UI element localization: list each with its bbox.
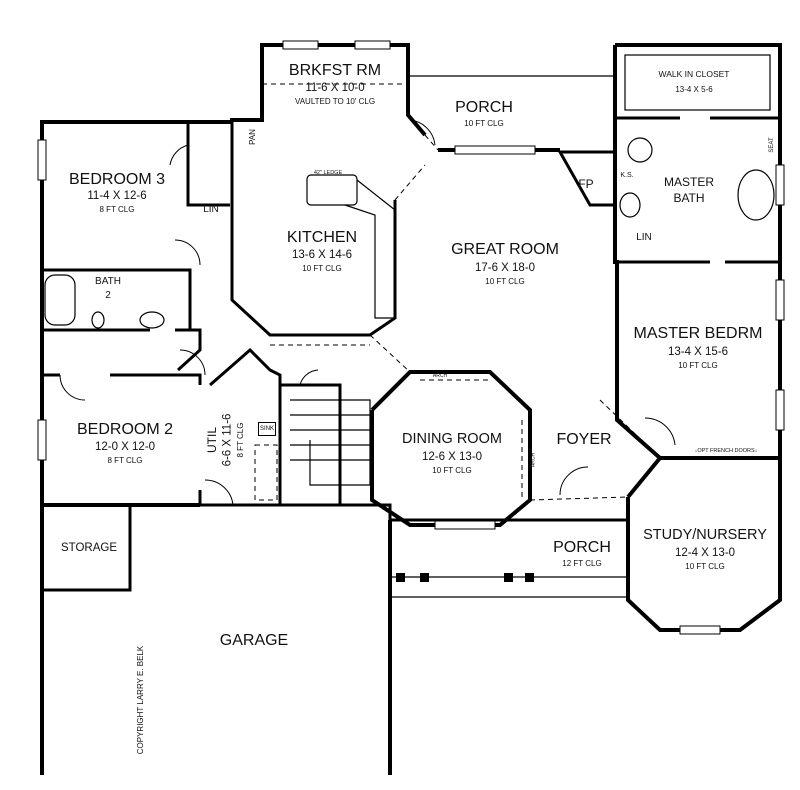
ledge-label: 42" LEDGE bbox=[313, 170, 343, 176]
bedroom2-size: 12-0 X 12-0 bbox=[94, 441, 156, 453]
shower-seat-label: SEAT bbox=[769, 137, 775, 153]
dashed-lines bbox=[254, 83, 780, 501]
windows bbox=[37, 40, 785, 635]
util-size: 6-6 X 11-6 bbox=[221, 413, 234, 467]
front-porch-ceiling: 12 FT CLG bbox=[562, 559, 602, 568]
copyright-text: COPYRIGHT LARRY E. BELK bbox=[136, 645, 145, 755]
brkfst-room-size: 11-6 X 10-0 bbox=[305, 82, 365, 94]
master-bath-name-line1: MASTER bbox=[663, 175, 715, 189]
master-bedroom-size: 13-4 X 15-6 bbox=[667, 346, 729, 358]
sink-label: SINK bbox=[257, 422, 277, 436]
bedroom3-size: 11-4 X 12-6 bbox=[87, 190, 147, 202]
dining-room-ceiling: 10 FT CLG bbox=[432, 466, 472, 475]
master-linen-label: LIN bbox=[636, 232, 652, 243]
door-swings bbox=[59, 119, 676, 506]
study-size: 12-4 X 13-0 bbox=[674, 547, 736, 559]
bedroom2-name: BEDROOM 2 bbox=[76, 421, 174, 438]
foyer-name: FOYER bbox=[556, 431, 612, 448]
bedroom3-ceiling: 8 FT CLG bbox=[99, 205, 135, 214]
great-room-size: 17-6 X 18-0 bbox=[474, 262, 536, 274]
pantry-label: PAN bbox=[248, 129, 257, 145]
front-porch-name: PORCH bbox=[553, 539, 611, 556]
great-room-ceiling: 10 FT CLG bbox=[485, 277, 525, 286]
walk-in-closet-size: 13-4 X 5-6 bbox=[675, 85, 713, 94]
rear-porch-ceiling: 10 FT CLG bbox=[464, 119, 504, 128]
util-name: UTIL bbox=[205, 426, 219, 454]
detail-lines bbox=[44, 54, 775, 598]
kitchen-name: KITCHEN bbox=[286, 229, 358, 246]
kitchen-size: 13-6 X 14-6 bbox=[291, 249, 353, 261]
linen-closet-label: LIN bbox=[203, 204, 219, 215]
garage-name: GARAGE bbox=[219, 632, 289, 649]
fireplace-label: FP bbox=[578, 177, 594, 191]
storage-name: STORAGE bbox=[60, 542, 118, 554]
arch-label-top: ARCH bbox=[432, 373, 448, 379]
master-bedroom-name: MASTER BEDRM bbox=[633, 325, 763, 342]
kitchen-ceiling: 10 FT CLG bbox=[302, 264, 342, 273]
great-room-name: GREAT ROOM bbox=[451, 241, 559, 258]
bedroom3-name: BEDROOM 3 bbox=[68, 171, 166, 188]
walk-in-closet-name: WALK IN CLOSET bbox=[658, 69, 730, 79]
bedroom2-ceiling: 8 FT CLG bbox=[107, 456, 143, 465]
brkfst-room-ceiling: VAULTED TO 10' CLG bbox=[294, 97, 376, 106]
brkfst-room-name: BRKFST RM bbox=[288, 62, 382, 79]
porch-columns bbox=[396, 573, 534, 582]
dining-room-size: 12-6 X 13-0 bbox=[421, 451, 483, 463]
exterior-walls bbox=[40, 43, 782, 775]
arch-label-side: ARCH bbox=[530, 452, 537, 468]
study-name: STUDY/NURSERY bbox=[643, 527, 767, 543]
dining-room-name: DINING ROOM bbox=[402, 431, 502, 447]
bath2-name-line2: 2 bbox=[105, 290, 111, 301]
rear-porch-name: PORCH bbox=[455, 99, 513, 116]
interior-walls bbox=[42, 116, 780, 592]
util-ceiling: 8 FT CLG bbox=[236, 422, 245, 458]
master-bath-name-line2: BATH bbox=[673, 191, 705, 205]
french-doors-label: ↓OPT FRENCH DOORS↓ bbox=[694, 448, 758, 454]
knee-space-label: K.S. bbox=[620, 172, 634, 179]
study-ceiling: 10 FT CLG bbox=[685, 562, 725, 571]
bath2-name-line1: BATH bbox=[95, 276, 121, 287]
master-bedroom-ceiling: 10 FT CLG bbox=[678, 361, 718, 370]
